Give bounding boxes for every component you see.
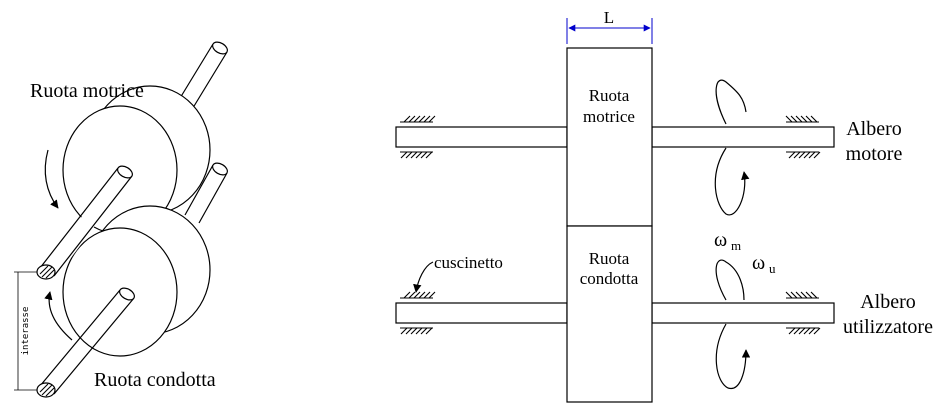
bearing-label: cuscinetto [434,253,503,272]
svg-text:m: m [731,238,741,253]
user-shaft-label-line2: utilizzatore [843,316,933,338]
bearing-motor-left-bottom [400,151,433,159]
user-shaft-label-line1: Albero [860,291,916,313]
bearing-user-left-top [400,291,436,299]
bearing-motor-right-top [785,115,819,123]
motor-rotation-arrow [714,79,746,216]
motor-shaft-label-line2: motore [846,143,903,165]
driven-wheel-section [566,225,653,403]
width-label: L [604,8,614,27]
bearing-motor-left-top [400,115,436,123]
width-dimension: L [566,8,653,44]
omega-u-symbol: ω u [752,252,776,276]
svg-text:u: u [769,261,776,276]
bearing-user-right-bottom [786,327,821,335]
bearing-leader-arrow [413,261,434,293]
drive-wheel-label: Ruota motrice [30,80,144,102]
motor-shaft-left [395,126,568,148]
drive-rotation-arrow [44,149,59,209]
bearing-user-right-top [785,291,819,299]
perspective-view: interasse Ruota motrice Ruota condotta [14,41,228,398]
user-rotation-arrow [715,259,746,390]
bearing-user-left-bottom [400,327,433,335]
drive-wheel-label-line1: Ruota [589,86,630,105]
center-distance-label: interasse [21,307,31,356]
bearing-motor-right-bottom [786,151,821,159]
driven-wheel-label-line1: Ruota [589,249,630,268]
drive-wheel-section [566,47,653,227]
svg-text:ω: ω [752,252,765,274]
drive-wheel-label-line2: motrice [583,107,635,126]
driven-wheel-label-line2: condotta [580,269,639,288]
driven-shaft-back [184,162,228,224]
motor-shaft-right [651,126,835,148]
user-shaft-left [395,302,568,324]
center-distance-dimension: interasse [14,271,37,391]
motor-shaft-label-line1: Albero [846,118,902,140]
driven-wheel-label: Ruota condotta [94,369,216,391]
omega-m-symbol: ω m [714,229,741,253]
svg-text:ω: ω [714,229,727,251]
driven-rotation-arrow [44,291,73,341]
drive-shaft-front [36,165,133,280]
front-view: L [395,8,933,403]
user-shaft-right [651,302,835,324]
